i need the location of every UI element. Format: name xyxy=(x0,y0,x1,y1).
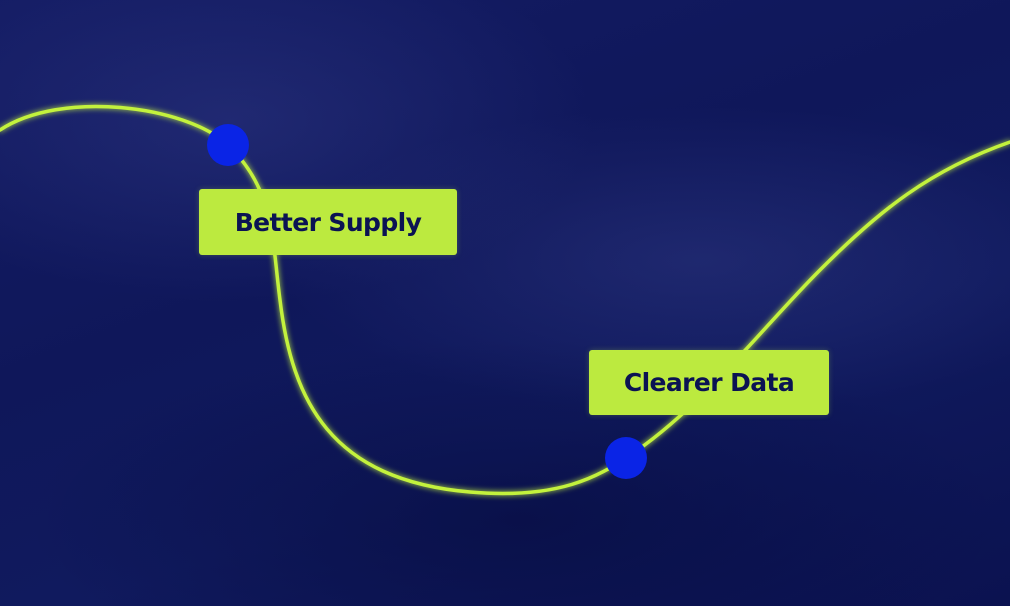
label-clearer-data: Clearer Data xyxy=(589,350,829,415)
marker-dot-supply xyxy=(207,124,249,166)
label-clearer-data-text: Clearer Data xyxy=(623,368,795,397)
marker-dot-data xyxy=(605,437,647,479)
label-better-supply: Better Supply xyxy=(199,189,457,255)
trend-curve xyxy=(0,104,1010,496)
label-better-supply-text: Better Supply xyxy=(234,207,422,237)
